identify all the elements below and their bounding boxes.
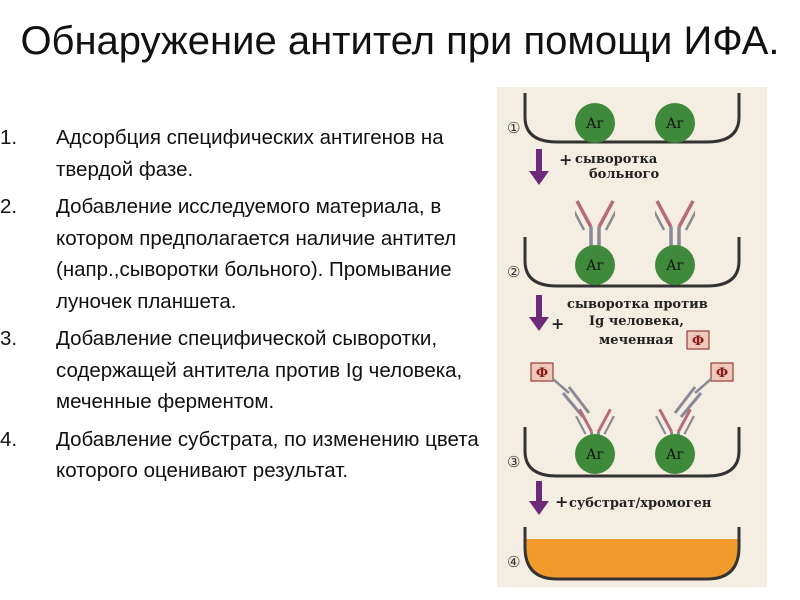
antigen-label: Аг	[586, 116, 604, 132]
antigen-circle	[655, 103, 695, 143]
well-2	[523, 237, 741, 288]
stage-3: Ф Ф ③ Аг Аг	[507, 362, 741, 478]
enzyme-link	[694, 378, 712, 394]
plus-sign: +	[555, 492, 568, 511]
arrow-head-icon	[529, 501, 549, 515]
antigen-circle	[575, 245, 615, 285]
antigen-label: Аг	[586, 447, 604, 463]
step-text: Добавление субстрата, по изменению цвета…	[56, 427, 479, 483]
stage-label-3: ③	[507, 453, 520, 471]
stage-label-4: ④	[507, 553, 520, 571]
enzyme-box	[686, 330, 710, 350]
transition-1: + сыворотка больного	[529, 149, 659, 185]
stage-1: ① Аг Аг	[507, 93, 741, 144]
step-text: Добавление исследуемого материала, в кот…	[56, 195, 457, 313]
enzyme-label: Ф	[692, 334, 704, 349]
antigen-label: Аг	[586, 258, 604, 274]
elisa-diagram: ① Аг Аг + сыворотка больного ② Аг Аг + с…	[497, 87, 767, 587]
reagent-label-line: Ig человека,	[589, 314, 684, 329]
secondary-antibody-icon	[673, 386, 703, 418]
step-number: 1.	[0, 126, 18, 149]
substrate-fill	[525, 539, 739, 579]
reagent-label-line: сыворотка	[575, 152, 658, 167]
step-number: 2.	[0, 195, 18, 218]
step-number: 4.	[0, 427, 18, 451]
reagent-label-line: больного	[589, 167, 659, 182]
step-text: Адсорбция специфических антигенов на тве…	[56, 126, 444, 181]
step-item-3: 3. Добавление специфической сыворотки, с…	[0, 323, 492, 418]
reagent-label-line: субстрат/хромоген	[569, 496, 712, 511]
antigen-circle	[655, 245, 695, 285]
reagent-label-line: сыворотка против	[567, 297, 708, 312]
stage-2: ② Аг Аг	[507, 199, 741, 288]
antigen-circle	[575, 103, 615, 143]
steps-list: 1. Адсорбция специфических антигенов на …	[0, 122, 492, 493]
arrow-head-icon	[529, 317, 549, 331]
transition-2: + сыворотка против Ig человека, меченная…	[529, 295, 710, 350]
enzyme-label: Ф	[716, 366, 728, 381]
transition-3: + субстрат/хромоген	[529, 481, 712, 515]
enzyme-box	[530, 362, 554, 382]
arrow-head-icon	[529, 171, 549, 185]
step-number: 3.	[0, 327, 18, 350]
antigen-circle	[575, 434, 615, 474]
antigen-circle	[655, 434, 695, 474]
well-4	[523, 527, 741, 581]
step-item-2: 2. Добавление исследуемого материала, в …	[0, 191, 492, 317]
plus-sign: +	[551, 314, 564, 333]
secondary-antibody-icon	[561, 386, 591, 418]
antigen-label: Аг	[666, 447, 684, 463]
plus-sign: +	[559, 150, 572, 169]
enzyme-link	[552, 378, 570, 394]
slide-title: Обнаружение антител при помощи ИФА.	[0, 16, 800, 66]
step-item-4: 4. Добавление субстрата, по изменению цв…	[0, 424, 492, 487]
stage-4: ④	[507, 527, 741, 581]
antigen-label: Аг	[666, 258, 684, 274]
step-text: Добавление специфической сыворотки, соде…	[56, 327, 463, 413]
well-3	[523, 427, 741, 478]
stage-label-2: ②	[507, 263, 520, 281]
step-item-1: 1. Адсорбция специфических антигенов на …	[0, 122, 492, 185]
reagent-label-line: меченная	[599, 333, 674, 348]
stage-label-1: ①	[507, 119, 520, 137]
slide-title-text: Обнаружение антител при помощи ИФА.	[20, 19, 780, 63]
antigen-label: Аг	[666, 116, 684, 132]
enzyme-box	[710, 362, 734, 382]
well-1	[523, 93, 741, 144]
enzyme-label: Ф	[536, 366, 548, 381]
